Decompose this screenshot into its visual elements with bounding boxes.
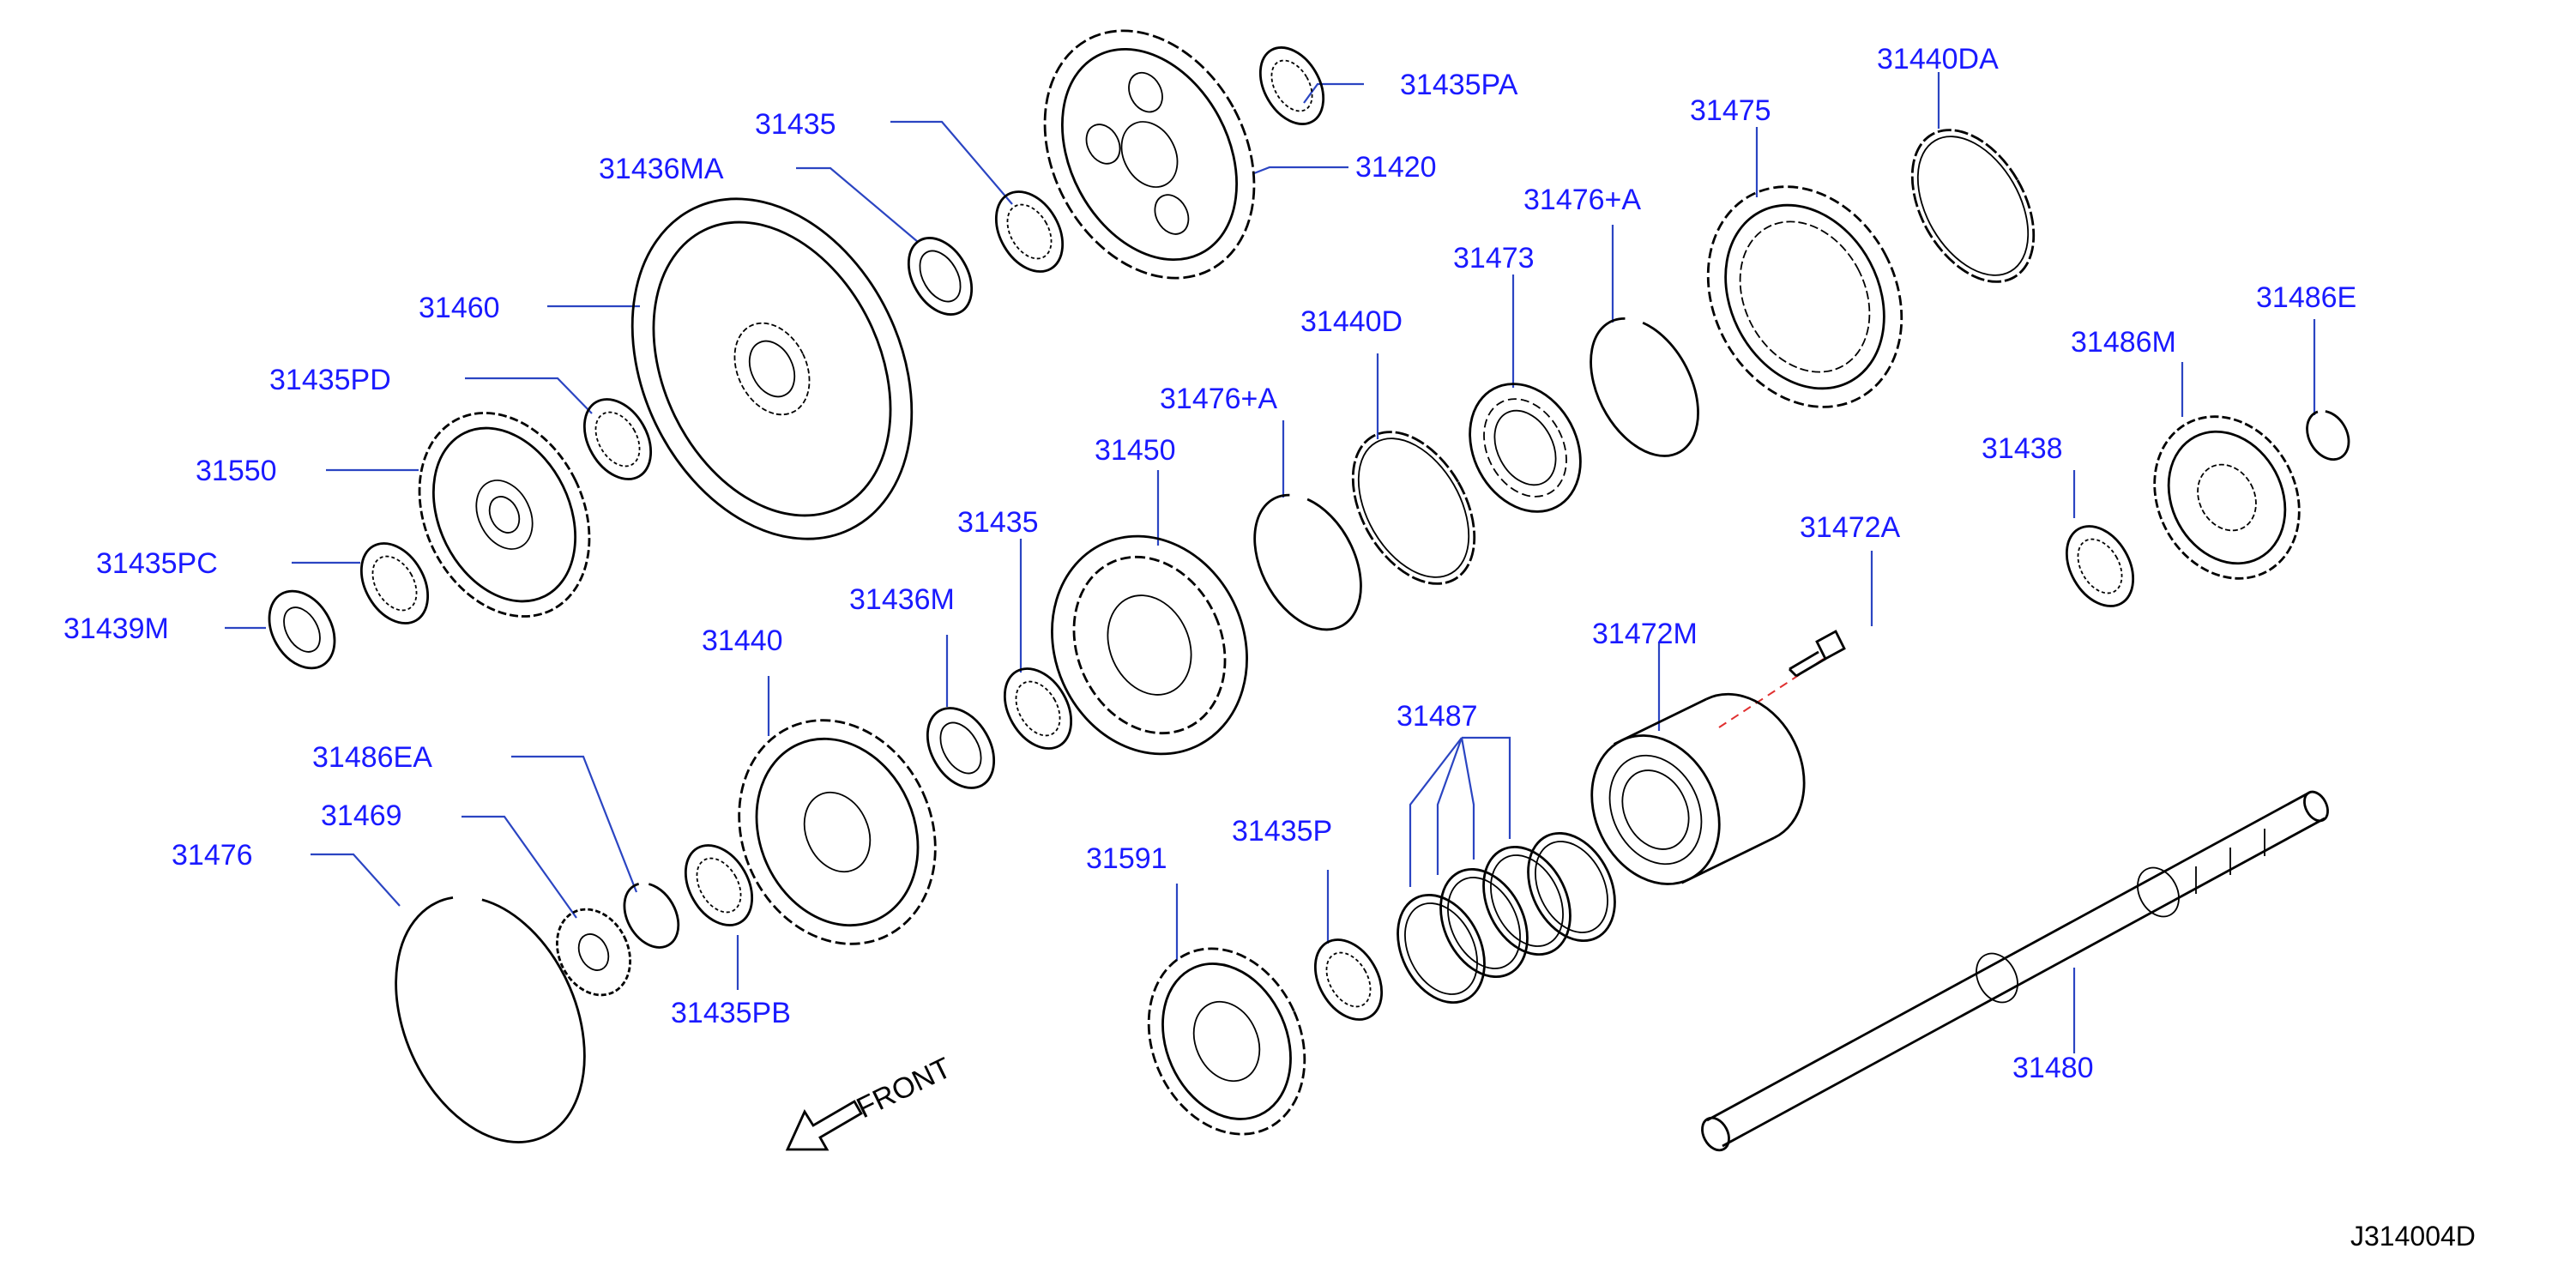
- label-31420: 31420: [1355, 151, 1437, 184]
- label-31475: 31475: [1690, 94, 1771, 127]
- part-31436M-washer: [926, 707, 996, 789]
- label-31486M: 31486M: [2071, 326, 2176, 359]
- label-31439M: 31439M: [63, 612, 169, 645]
- label-31550: 31550: [196, 455, 277, 487]
- label-31473: 31473: [1453, 242, 1535, 275]
- part-31439M-washer: [268, 589, 336, 670]
- part-31438-washer: [2065, 525, 2135, 607]
- label-31435PC: 31435PC: [96, 547, 218, 580]
- label-31436MA: 31436MA: [599, 153, 724, 185]
- label-31435PA: 31435PA: [1400, 69, 1518, 101]
- part-31440DA-ring: [1910, 129, 2036, 283]
- label-31440DA: 31440DA: [1877, 43, 1999, 75]
- part-31480-shaft: [1701, 790, 2329, 1152]
- part-31486EA-snapring: [623, 882, 680, 949]
- label-31435P: 31435P: [1232, 815, 1332, 848]
- label-31440D: 31440D: [1300, 305, 1403, 338]
- part-31435PB-washer: [684, 844, 754, 926]
- label-31486E: 31486E: [2256, 281, 2356, 314]
- label-31472A: 31472A: [1800, 511, 1901, 544]
- part-31476A-snapring-mid: [1253, 493, 1362, 631]
- label-31435-top: 31435: [755, 108, 836, 141]
- part-31435-washer-mid: [1003, 667, 1073, 750]
- part-31472A-bolt: [1789, 630, 1846, 678]
- part-31487-seal-rings: [1397, 831, 1616, 1005]
- label-31476A-mid: 31476+A: [1160, 383, 1277, 415]
- label-31440: 31440: [702, 624, 783, 657]
- part-31550-gear: [418, 412, 591, 618]
- part-31486M-gear: [2153, 415, 2301, 580]
- front-label: FRONT: [852, 1052, 956, 1125]
- diagram-code: J314004D: [2350, 1221, 2476, 1252]
- part-31436MA-washer: [907, 237, 974, 316]
- part-31591-gear: [1147, 947, 1306, 1136]
- part-31472M-sleeve: [1590, 692, 1806, 885]
- label-31435-mid: 31435: [957, 506, 1039, 539]
- part-31460-drum: [630, 197, 914, 540]
- label-31476A-top: 31476+A: [1523, 184, 1641, 216]
- part-31420-carrier: [1043, 29, 1256, 280]
- part-31435P-washer: [1313, 938, 1384, 1021]
- label-31436M: 31436M: [849, 583, 955, 616]
- part-labels: 31435PA 31420 31435 31436MA 31460 31435P…: [63, 43, 2476, 1252]
- leader-lines: [225, 72, 2316, 1053]
- part-31476-snapring: [395, 896, 586, 1143]
- part-31435PA-washer: [1258, 46, 1325, 125]
- part-31475-hub: [1706, 185, 1903, 408]
- label-31469: 31469: [321, 799, 402, 832]
- label-31591: 31591: [1086, 842, 1167, 875]
- part-31469-gear: [556, 908, 631, 997]
- label-31435PD: 31435PD: [269, 364, 391, 396]
- part-31473-bearing: [1469, 383, 1582, 513]
- label-31450: 31450: [1095, 434, 1176, 467]
- label-31486EA: 31486EA: [312, 741, 432, 774]
- label-31487: 31487: [1397, 700, 1478, 733]
- label-31472M: 31472M: [1592, 618, 1698, 650]
- label-31460: 31460: [419, 292, 500, 324]
- part-31450-drum: [1051, 534, 1248, 756]
- label-31435PB: 31435PB: [671, 997, 791, 1029]
- label-31476: 31476: [172, 839, 253, 872]
- part-31486E-snapring: [2306, 410, 2350, 461]
- part-31476A-snapring-top: [1590, 317, 1699, 457]
- part-31440-carrier: [738, 719, 937, 945]
- label-31438: 31438: [1982, 432, 2063, 465]
- label-31480: 31480: [2012, 1052, 2094, 1084]
- part-31435PC-washer: [359, 542, 430, 624]
- front-arrow: [785, 1100, 863, 1151]
- part-31435-washer-top: [994, 190, 1065, 273]
- part-31440D-ring: [1351, 431, 1476, 585]
- part-31435PD-washer: [582, 398, 653, 480]
